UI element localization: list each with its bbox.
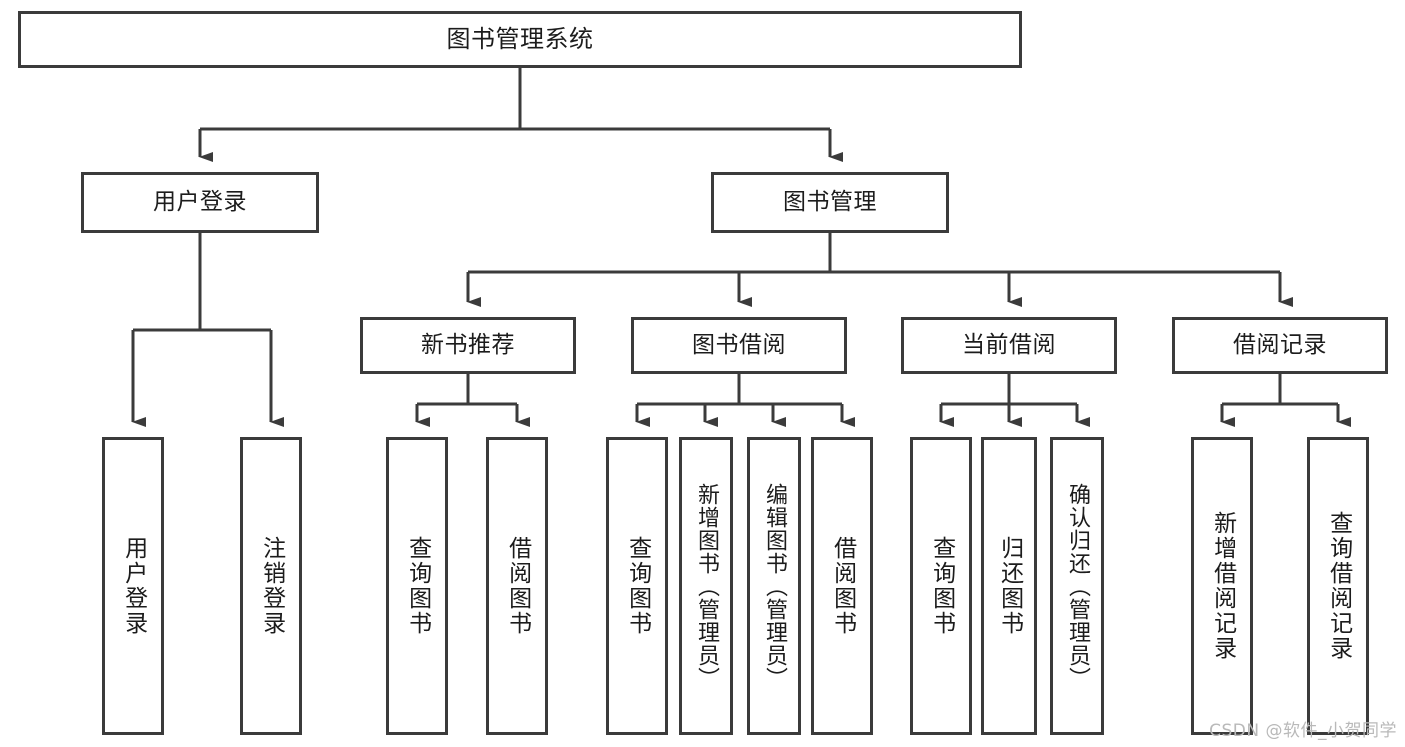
node-borrow-record-label: 借阅记录 — [1233, 331, 1327, 358]
node-leaf-query-book-1-label: 查询图书 — [404, 536, 431, 636]
node-leaf-return-book-label: 归还图书 — [996, 536, 1023, 636]
node-leaf-borrow-book-2[interactable]: 借阅图书 — [811, 437, 873, 735]
node-user-login[interactable]: 用户登录 — [81, 172, 319, 233]
node-new-book-rec-label: 新书推荐 — [421, 331, 515, 358]
node-root-label: 图书管理系统 — [446, 25, 594, 54]
node-leaf-edit-book-admin-label: 编辑图书（管理员） — [761, 482, 787, 690]
node-book-borrow[interactable]: 图书借阅 — [631, 317, 847, 374]
node-leaf-return-book[interactable]: 归还图书 — [981, 437, 1037, 735]
node-leaf-add-book-admin[interactable]: 新增图书（管理员） — [679, 437, 733, 735]
node-leaf-query-book-2[interactable]: 查询图书 — [606, 437, 668, 735]
node-leaf-query-book-3-label: 查询图书 — [928, 536, 955, 636]
node-leaf-confirm-return-admin-label: 确认归还（管理员） — [1064, 482, 1090, 690]
node-leaf-query-book-2-label: 查询图书 — [624, 536, 651, 636]
node-leaf-logout[interactable]: 注销登录 — [240, 437, 302, 735]
node-leaf-query-borrow-record-label: 查询借阅记录 — [1325, 511, 1352, 661]
node-leaf-user-login-label: 用户登录 — [120, 536, 147, 636]
node-new-book-rec[interactable]: 新书推荐 — [360, 317, 576, 374]
node-leaf-query-book-1[interactable]: 查询图书 — [386, 437, 448, 735]
node-current-borrow-label: 当前借阅 — [962, 331, 1056, 358]
node-user-login-label: 用户登录 — [153, 188, 247, 215]
node-leaf-borrow-book-2-label: 借阅图书 — [829, 536, 856, 636]
node-leaf-add-book-admin-label: 新增图书（管理员） — [693, 482, 719, 690]
node-leaf-query-borrow-record[interactable]: 查询借阅记录 — [1307, 437, 1369, 735]
node-leaf-borrow-book-1-label: 借阅图书 — [504, 536, 531, 636]
node-leaf-user-login[interactable]: 用户登录 — [102, 437, 164, 735]
node-borrow-record[interactable]: 借阅记录 — [1172, 317, 1388, 374]
watermark: CSDN @软件_小贺同学 — [1209, 721, 1397, 741]
node-book-manage-label: 图书管理 — [783, 188, 877, 215]
node-current-borrow[interactable]: 当前借阅 — [901, 317, 1117, 374]
node-leaf-query-book-3[interactable]: 查询图书 — [910, 437, 972, 735]
node-root[interactable]: 图书管理系统 — [18, 11, 1022, 68]
node-leaf-add-borrow-record[interactable]: 新增借阅记录 — [1191, 437, 1253, 735]
node-leaf-edit-book-admin[interactable]: 编辑图书（管理员） — [747, 437, 801, 735]
node-leaf-borrow-book-1[interactable]: 借阅图书 — [486, 437, 548, 735]
node-leaf-add-borrow-record-label: 新增借阅记录 — [1209, 511, 1236, 661]
node-book-borrow-label: 图书借阅 — [692, 331, 786, 358]
node-leaf-confirm-return-admin[interactable]: 确认归还（管理员） — [1050, 437, 1104, 735]
node-leaf-logout-label: 注销登录 — [258, 536, 285, 636]
node-book-manage[interactable]: 图书管理 — [711, 172, 949, 233]
